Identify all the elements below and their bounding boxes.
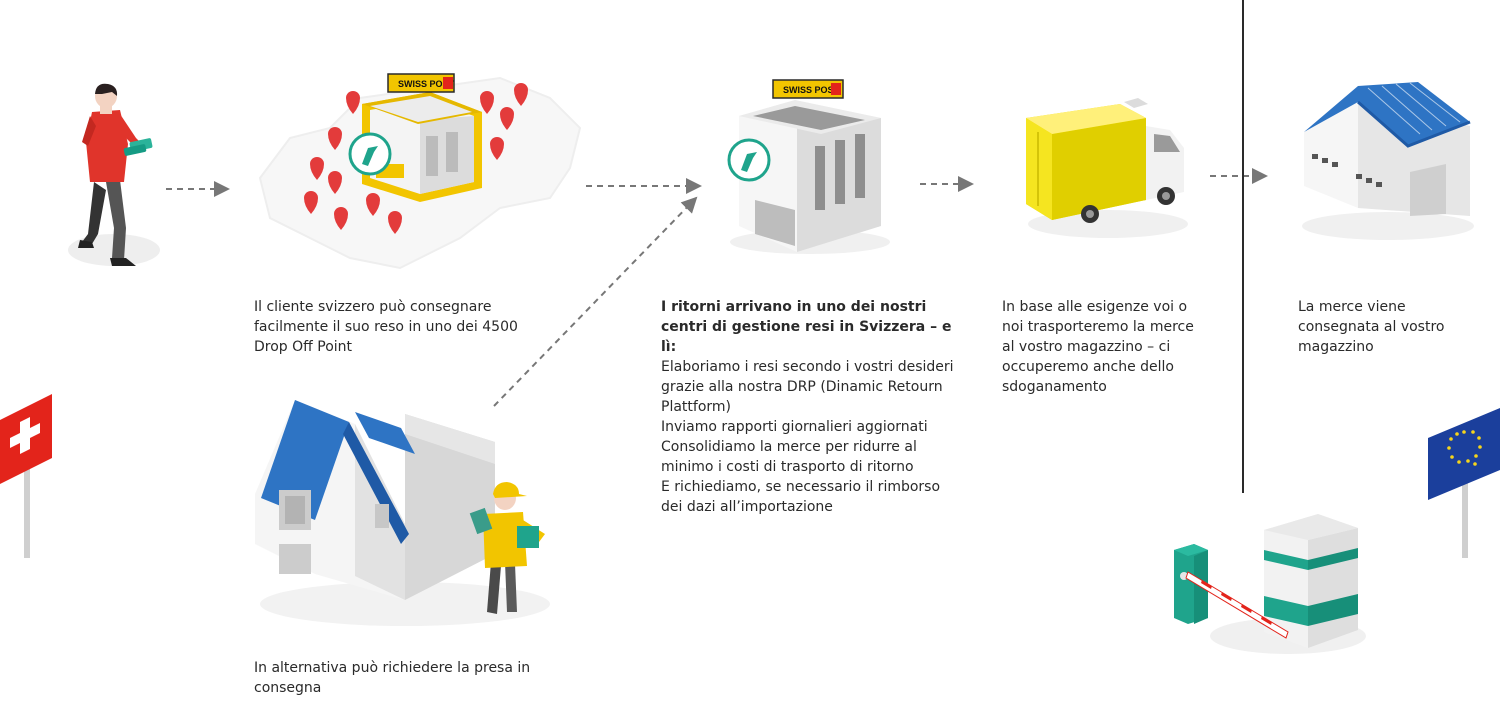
- returns-center-building-illustration: SWISS POST: [727, 79, 890, 254]
- step-dropoff-description: Il cliente svizzero può consegnare facil…: [254, 297, 534, 357]
- delivery-truck-illustration: [1026, 98, 1188, 238]
- swiss-post-sign-text: SWISS POST: [783, 85, 840, 95]
- step-pickup-description: In alternativa può richiedere la presa i…: [254, 658, 534, 698]
- border-divider-line: [1242, 0, 1244, 493]
- returns-center-item-process: Elaboriamo i resi secondo i vostri desid…: [661, 359, 954, 415]
- step-transport-description: In base alle esigenze voi o noi trasport…: [1002, 297, 1207, 397]
- returns-center-item-consolidate: Consolidiamo la merce per ridurre al min…: [661, 439, 917, 475]
- returns-center-heading: I ritorni arrivano in uno dei nostri cen…: [661, 299, 952, 355]
- returns-center-item-reports: Inviamo rapporti giornalieri aggiornati: [661, 419, 928, 435]
- dropoff-points-map-illustration: SWISS POST: [258, 73, 582, 270]
- step-returns-center-description: I ritorni arrivano in uno dei nostri cen…: [661, 297, 961, 517]
- swiss-post-sign-text: SWISS POST: [398, 79, 455, 89]
- swiss-flag-icon: [0, 394, 52, 558]
- delivered-text: La merce viene consegnata al vostro maga…: [1298, 299, 1445, 355]
- dropoff-text: Il cliente svizzero può consegnare facil…: [254, 299, 518, 355]
- customer-illustration: [68, 83, 160, 266]
- customs-checkpoint-illustration: [1174, 514, 1366, 654]
- eu-flag-icon: [1428, 408, 1500, 558]
- package-icon: [362, 146, 378, 166]
- location-pin-icon: [310, 157, 324, 180]
- pickup-text: In alternativa può richiedere la presa i…: [254, 660, 531, 696]
- returns-center-item-refund: E richiediamo, se necessario il rimborso…: [661, 479, 941, 515]
- package-icon: [741, 152, 757, 172]
- step-delivered-description: La merce viene consegnata al vostro maga…: [1298, 297, 1468, 357]
- warehouse-illustration: [1302, 82, 1474, 240]
- transport-text: In base alle esigenze voi o noi trasport…: [1002, 299, 1194, 395]
- pickup-house-illustration: [255, 400, 550, 626]
